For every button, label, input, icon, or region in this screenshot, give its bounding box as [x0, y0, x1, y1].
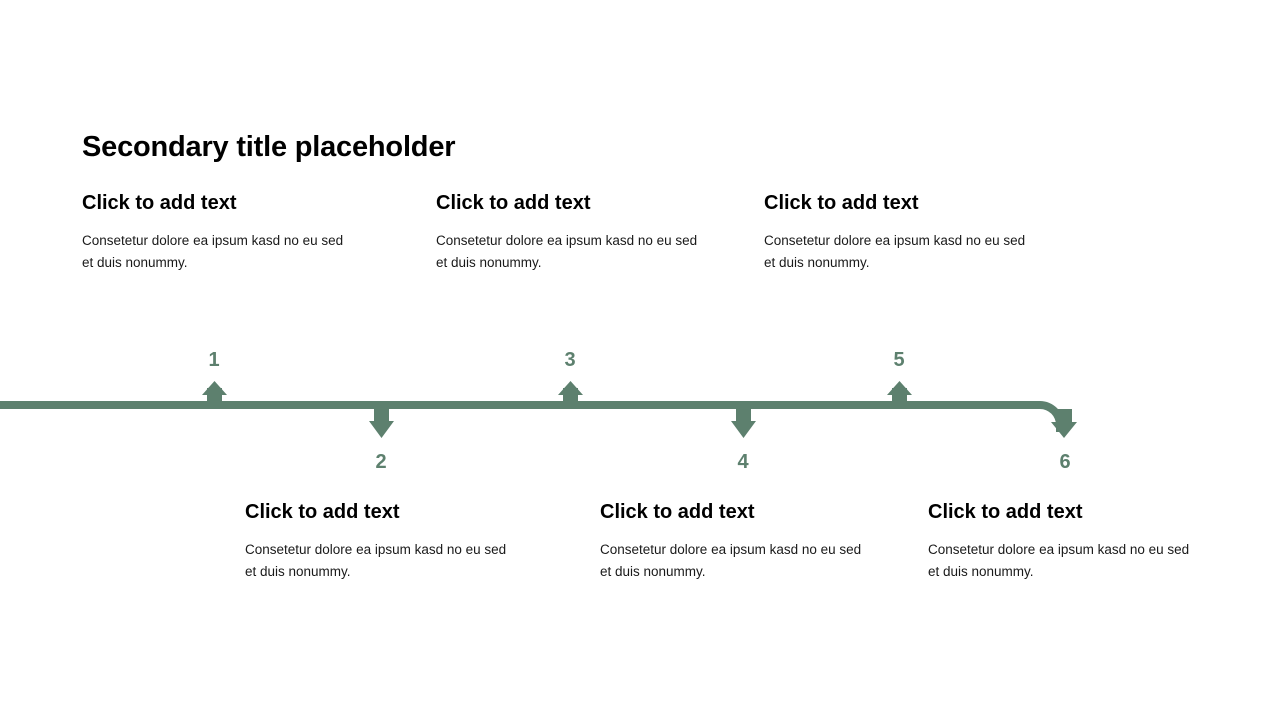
text-block-top-1[interactable]: Click to add text Consetetur dolore ea i…: [82, 190, 382, 274]
page-title: Secondary title placeholder: [82, 131, 456, 163]
timeline-arrow-1: [202, 381, 227, 404]
timeline-step-number-1: 1: [208, 349, 220, 371]
text-block-bottom-3[interactable]: Click to add text Consetetur dolore ea i…: [928, 499, 1228, 583]
text-block-body: Consetetur dolore ea ipsum kasd no eu se…: [245, 542, 507, 579]
text-block-top-2[interactable]: Click to add text Consetetur dolore ea i…: [436, 190, 736, 274]
text-block-body: Consetetur dolore ea ipsum kasd no eu se…: [928, 542, 1190, 579]
timeline-arrow-4: [731, 406, 756, 438]
text-block-heading: Click to add text: [764, 192, 919, 214]
text-block-body: Consetetur dolore ea ipsum kasd no eu se…: [436, 233, 698, 270]
timeline-step-number-4: 4: [737, 451, 749, 473]
text-block-body: Consetetur dolore ea ipsum kasd no eu se…: [764, 233, 1026, 270]
timeline-step-number-5: 5: [893, 349, 905, 371]
text-block-top-3[interactable]: Click to add text Consetetur dolore ea i…: [764, 190, 1064, 274]
timeline-bar: [0, 401, 1064, 432]
timeline-arrow-6-stem: [1056, 409, 1072, 427]
timeline-arrow-3: [558, 381, 583, 404]
text-block-heading: Click to add text: [436, 192, 591, 214]
text-block-bottom-2[interactable]: Click to add text Consetetur dolore ea i…: [600, 499, 900, 583]
text-block-heading: Click to add text: [928, 501, 1083, 523]
timeline-arrow-2: [369, 406, 394, 438]
timeline-step-number-2: 2: [375, 451, 387, 473]
timeline-graphic: [0, 340, 1280, 480]
text-block-bottom-1[interactable]: Click to add text Consetetur dolore ea i…: [245, 499, 545, 583]
text-block-body: Consetetur dolore ea ipsum kasd no eu se…: [82, 233, 344, 270]
timeline-arrow-5: [887, 381, 912, 404]
timeline-step-number-6: 6: [1059, 451, 1071, 473]
text-block-heading: Click to add text: [245, 501, 400, 523]
text-block-heading: Click to add text: [82, 192, 237, 214]
text-block-body: Consetetur dolore ea ipsum kasd no eu se…: [600, 542, 862, 579]
timeline-step-number-3: 3: [564, 349, 576, 371]
text-block-heading: Click to add text: [600, 501, 755, 523]
